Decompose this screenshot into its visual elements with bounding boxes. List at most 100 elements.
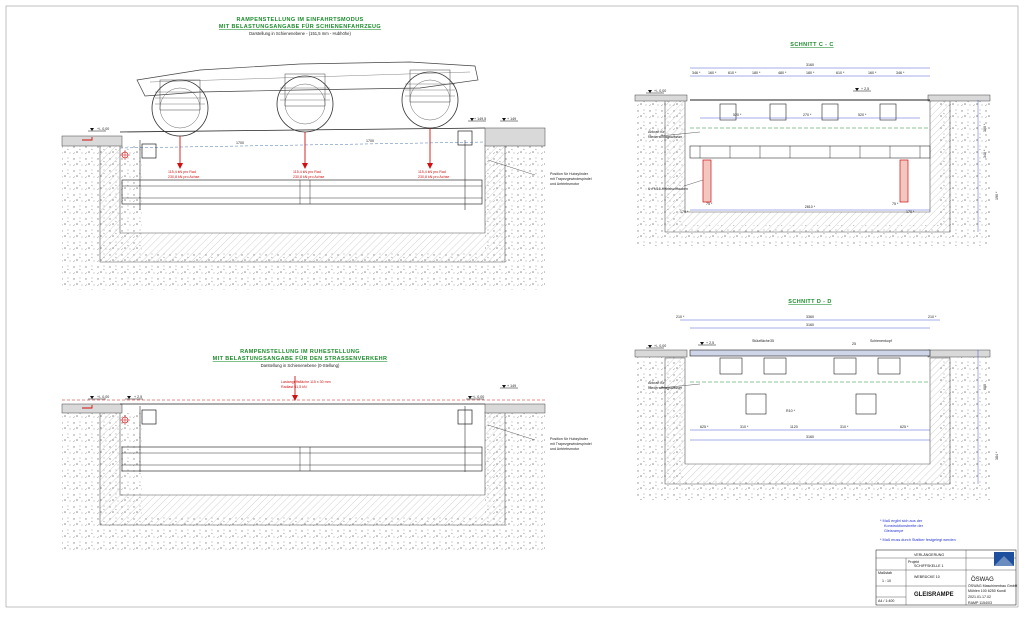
load-label-2b: 230,8 kN pro Achse <box>293 175 324 179</box>
road-right-rest <box>484 403 546 414</box>
load-label-2a: 115,4 kN pro Rad <box>293 170 321 174</box>
sheet-border <box>5 5 1019 608</box>
cylinder-note-3: und Antriebsmotor <box>550 182 580 186</box>
dd-bottom-total: 3160 <box>806 435 814 439</box>
load-arrow-icon <box>292 376 298 401</box>
cc-top-dim-4: 180 * <box>752 71 761 75</box>
dd-level-2: + 2,5 <box>706 341 714 345</box>
note-line-2: Konstruktionsbreite der <box>884 524 924 528</box>
hydraulic-cylinder-right <box>899 159 909 203</box>
section-dd-title: SCHNITT D - D <box>788 299 831 305</box>
cc-level-right: + 2,5 <box>861 87 869 91</box>
road-surface-left <box>61 135 123 147</box>
cc-mid-dim-3: 520 * <box>858 113 867 117</box>
level-left-rest: +/- 0,00 <box>97 395 109 399</box>
dd-dim-tr: 210 * <box>928 315 937 319</box>
cc-top-dim-9: 346 * <box>896 71 905 75</box>
cc-top-dims: 346 *160 *610 *180 *480 *180 *610 *160 *… <box>692 71 905 75</box>
cc-label-2: Niederschlagswasser <box>648 135 683 139</box>
section-c-c: SCHNITT C - C 3160 346 *160 *610 *180 *4… <box>634 42 999 247</box>
concrete-pit <box>99 144 506 263</box>
load-label-1b: 230,8 kN pro Achse <box>168 175 199 179</box>
view-entry-mode: RAMPENSTELLUNG IM EINFAHRTSMODUS MIT BEL… <box>61 17 592 290</box>
level-2-rest: + 2,5 <box>134 395 142 399</box>
load-label-3b: 230,8 kN pro Achse <box>418 175 449 179</box>
dd-bottom-dim-1: 625 * <box>700 425 709 429</box>
cylinder-right-rest <box>457 409 473 425</box>
level-left: +/- 0,00 <box>97 127 109 131</box>
cylinder-right <box>457 130 473 146</box>
dd-small-1: 35 <box>770 339 774 343</box>
cc-mid-dim-2: 270 * <box>803 113 812 117</box>
dd-label-2: Niederschlagswasser <box>648 386 683 390</box>
company-subtitle: ÖSWAG Maschinenbau GmbH <box>968 584 1018 588</box>
road-left-rest <box>61 403 123 414</box>
view-rest-mode: RAMPENSTELLUNG IM RUHESTELLUNG MIT BELAS… <box>61 349 592 552</box>
cylinder-note-rest-3: und Antriebsmotor <box>550 447 580 451</box>
ramp-frame <box>121 179 483 205</box>
dd-label-schiene: Schienenkopf <box>870 339 892 343</box>
project-line-3: WEBRÜCKE 10 <box>914 575 940 579</box>
wheelset-2 <box>276 73 334 133</box>
drawing-date: 2021.01.17.02 <box>968 595 991 599</box>
dd-total-dim: 3160 <box>806 323 814 327</box>
section-cc-title: SCHNITT C - C <box>790 42 833 48</box>
dd-bottom-dim-2: 310 * <box>740 425 749 429</box>
project-line-2: SCHIFFSKELLE 1 <box>914 564 944 568</box>
view-title-rest: RAMPENSTELLUNG IM RUHESTELLUNG <box>240 349 360 355</box>
centre-mark-icon <box>82 405 130 425</box>
cc-right-dim-1: 300 * <box>983 123 987 132</box>
cc-dim-bl: 170 * <box>680 210 689 214</box>
deck-dd <box>689 349 931 357</box>
cylinder-left-rest <box>141 409 157 425</box>
note-line-4: * Maß muss durch Statiker festgelegt wer… <box>880 538 956 542</box>
load-label-1a: 115,4 kN pro Rad <box>168 170 196 174</box>
cylinder-left <box>141 143 157 159</box>
note-line-1: * Maß ergibt sich aus der <box>880 519 923 523</box>
view-title-entry: RAMPENSTELLUNG IM EINFAHRTSMODUS <box>236 17 363 23</box>
dd-bottom-dim-4: 310 * <box>840 425 849 429</box>
cc-top-dim-7: 610 * <box>836 71 845 75</box>
cylinder-note-2: mit Trapezgewindespindel <box>550 177 592 181</box>
note-line-3: Gleisrampe <box>884 529 903 533</box>
project-label: Projekt <box>908 560 919 564</box>
ramp-deck <box>119 127 486 133</box>
company-name: ÖSWAG <box>971 576 994 583</box>
sheet-format: A4 / 1:400 <box>878 599 894 603</box>
dd-mid-dim: R10 * <box>786 409 796 413</box>
cc-top-dim-1: 346 * <box>692 71 701 75</box>
dd-bottom-dim-3: 1120 <box>790 425 798 429</box>
general-notes: * Maß ergibt sich aus der Konstruktionsb… <box>880 519 956 542</box>
wheelset-3 <box>401 69 459 129</box>
cc-dim-b2r: 75 * <box>892 202 899 206</box>
ramp-frame-rest <box>121 446 483 472</box>
cc-bottom-dim: 2810 * <box>805 205 816 209</box>
level-3-rest: +/- 0,00 <box>472 395 484 399</box>
cc-dim-b2l: 75 * <box>706 202 713 206</box>
spans-line <box>119 141 486 149</box>
concrete-pit-rest <box>99 411 506 526</box>
rail-vehicle-body <box>136 61 479 97</box>
span-dimension-1: 1700 <box>236 141 244 145</box>
dd-right-dim-1: 600 <box>983 384 987 390</box>
cc-top-dim-6: 180 * <box>806 71 815 75</box>
cc-right-dim-3: 190 * <box>995 191 999 200</box>
concrete-dd <box>664 357 951 485</box>
project-line-1: VERLÄNGERUNG <box>914 553 944 557</box>
cc-top-dim-3: 610 * <box>728 71 737 75</box>
cc-label-1: Abkraft für <box>648 130 665 134</box>
dd-dim-tl: 210 * <box>676 315 685 319</box>
view-title-rest-load: MIT BELASTUNGSANGABE FÜR DEN STRASSENVER… <box>213 355 388 362</box>
cc-top-dim-2: 160 * <box>708 71 717 75</box>
cc-top-dim-8: 160 * <box>868 71 877 75</box>
cylinder-note-rest-2: mit Trapezgewindespindel <box>550 442 592 446</box>
cc-dim-br: 170 * <box>906 210 915 214</box>
scale-value: 1 : 10 <box>882 579 891 583</box>
cc-right-dim-2: 340 * <box>983 149 987 158</box>
dd-small-2: 25 <box>852 342 856 346</box>
cc-level-left: +/- 0,00 <box>654 89 666 93</box>
level-right-rest: + 149 <box>507 384 516 388</box>
